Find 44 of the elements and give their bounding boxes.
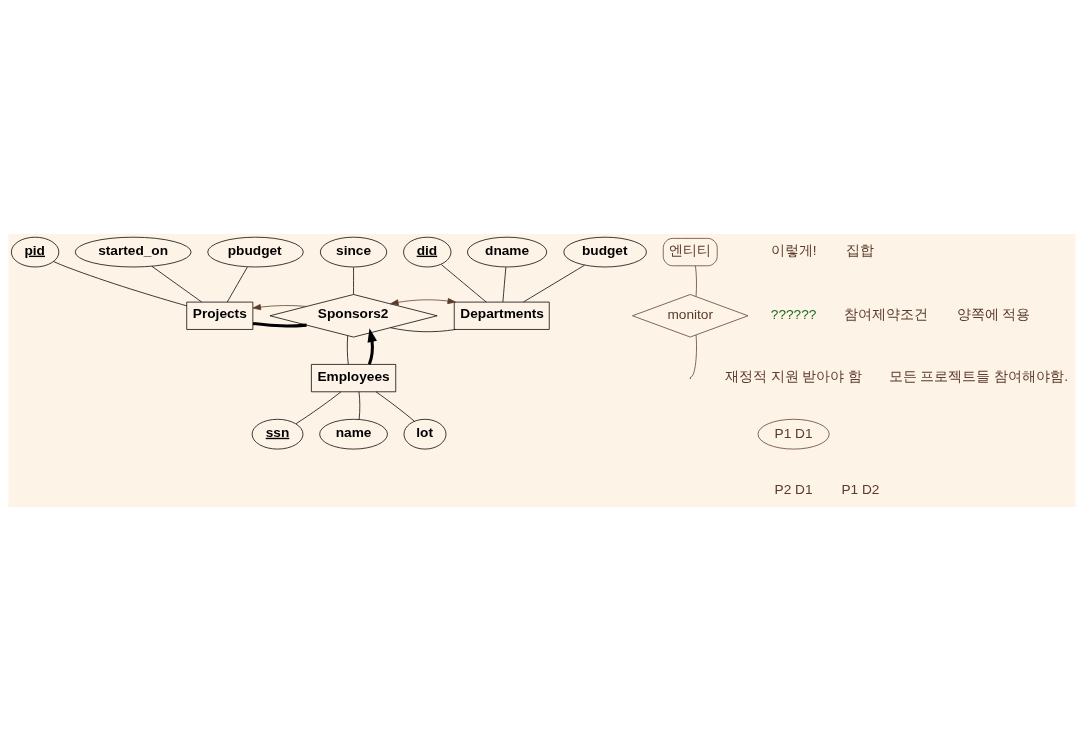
node-box: Departments (453, 301, 550, 330)
arrow (252, 303, 307, 310)
node-ellipse: name (319, 418, 388, 449)
label: 양쪽에 적용 (956, 306, 1031, 322)
connector (353, 266, 354, 295)
connector (390, 326, 456, 332)
node-ellipse: ssn (251, 418, 304, 449)
label: 참여제약조건 (844, 306, 929, 322)
label: 이렇게! (770, 242, 817, 258)
connector (151, 265, 202, 302)
connector (523, 264, 585, 302)
arrow (367, 327, 377, 365)
node-diamond: monitor (632, 293, 749, 337)
node-ellipse: pid (11, 236, 60, 267)
connector (226, 266, 248, 302)
connector (358, 390, 361, 420)
connector (375, 390, 415, 422)
label: 재정적 지원 받아야 함 (724, 368, 863, 384)
node-diamond: Sponsors2 (269, 293, 438, 337)
connector (440, 263, 487, 302)
connector (295, 390, 342, 424)
node-ellipse: did (403, 236, 452, 267)
label: P1 D2 (841, 481, 880, 497)
connector (53, 260, 187, 306)
label: 집합 (845, 242, 874, 258)
node-ellipse: since (320, 236, 388, 267)
node-box: Projects (186, 301, 254, 330)
node-box: Employees (311, 363, 397, 392)
connector (502, 266, 507, 302)
label: P2 D1 (774, 481, 813, 497)
label: ?????? (770, 306, 817, 322)
connector (690, 334, 697, 378)
node-ellipse: lot (403, 418, 447, 449)
node-ellipse: budget (563, 236, 647, 267)
node-box: 엔티티 (662, 237, 718, 266)
node-ellipse: started_on (74, 236, 192, 267)
node-ellipse: P1 D1 (757, 418, 830, 449)
arrow (390, 297, 456, 305)
connector (252, 321, 307, 328)
label: 모든 프로젝트들 참여해야함. (888, 368, 1068, 384)
connector (346, 334, 349, 365)
connector (695, 265, 697, 297)
node-ellipse: pbudget (207, 236, 304, 267)
node-ellipse: dname (467, 236, 548, 267)
